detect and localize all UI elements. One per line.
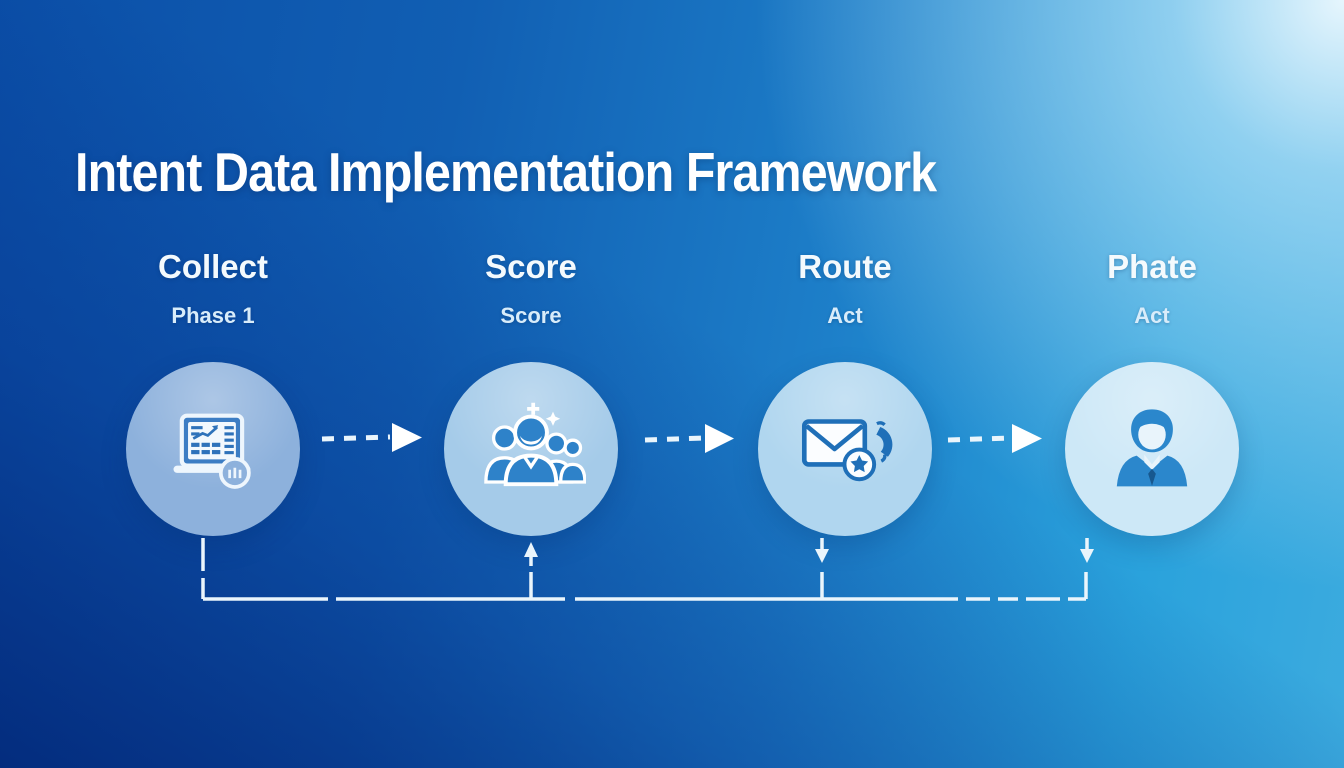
- flow-arrow-3-icon: [947, 424, 1042, 453]
- phase-circle: [126, 362, 300, 536]
- phase-label: Phate: [1107, 248, 1197, 285]
- email-phone-icon: [801, 419, 893, 482]
- phase-column-score: Score Score: [421, 248, 641, 536]
- phase-column-collect: Collect Phase 1: [103, 248, 323, 536]
- flow-arrow-1-icon: [321, 423, 422, 452]
- phase-label: Route: [798, 248, 892, 285]
- phase-sublabel: Score: [500, 303, 562, 328]
- phase-circle: [444, 362, 618, 536]
- phase-column-phate: Phate Act: [1042, 248, 1262, 536]
- phase-circle: [1065, 362, 1239, 536]
- laptop-analytics-icon: [173, 413, 251, 489]
- phase-column-route: Route Act: [735, 248, 955, 536]
- phase-sublabel: Act: [827, 303, 863, 328]
- page-title: Intent Data Implementation Framework: [75, 141, 937, 203]
- phase-circle: [758, 362, 932, 536]
- feedback-loop-lines: [201, 538, 1094, 601]
- phase-sublabel: Act: [1134, 303, 1170, 328]
- phase-label: Collect: [157, 248, 269, 285]
- team-group-icon: [484, 402, 586, 487]
- phase-label: Score: [485, 248, 577, 285]
- flow-arrow-2-icon: [644, 424, 734, 453]
- sales-rep-icon: [1116, 409, 1188, 487]
- phase-sublabel: Phase 1: [171, 303, 255, 328]
